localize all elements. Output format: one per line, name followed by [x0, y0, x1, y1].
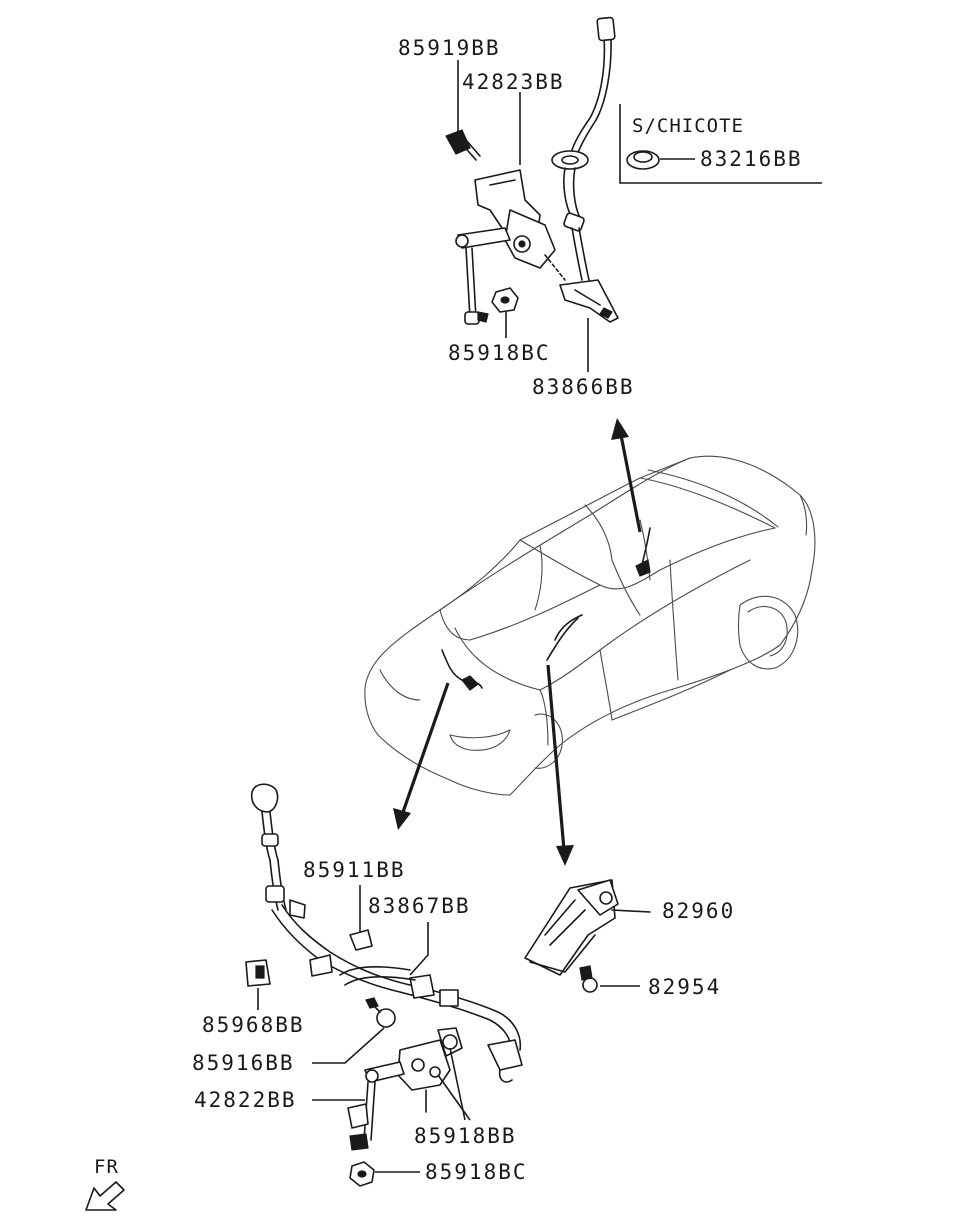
label-82954: 82954: [648, 975, 722, 999]
label-fr: FR: [94, 1156, 119, 1178]
label-85918BC-bottom: 85918BC: [425, 1160, 528, 1184]
label-s-chicote: S/CHICOTE: [632, 115, 744, 137]
rear-height-sensor-assembly: [445, 16, 619, 325]
label-85968BB: 85968BB: [202, 1013, 305, 1037]
label-42822BB: 42822BB: [194, 1088, 297, 1112]
bottom-left-leader-lines: [257, 885, 471, 1173]
front-height-sensor-assembly: [245, 783, 523, 1187]
label-42823BB: 42823BB: [462, 70, 565, 94]
label-85918BC-top: 85918BC: [448, 341, 551, 365]
label-85911BB: 85911BB: [303, 858, 406, 882]
location-arrows: [393, 418, 642, 866]
label-85919BB: 85919BB: [398, 36, 501, 60]
car-harness-marks: [441, 527, 651, 691]
label-85918BB: 85918BB: [414, 1124, 517, 1148]
label-83216BB: 83216BB: [700, 147, 803, 171]
top-leader-lines: [457, 60, 589, 372]
car-body-outline: [364, 455, 816, 796]
label-82960: 82960: [662, 899, 736, 923]
label-83866BB: 83866BB: [532, 375, 635, 399]
label-83867BB: 83867BB: [368, 894, 471, 918]
leveling-control-unit: [524, 879, 651, 993]
label-85916BB: 85916BB: [192, 1051, 295, 1075]
note-box: [619, 104, 822, 184]
front-direction-arrow: [85, 1181, 125, 1211]
